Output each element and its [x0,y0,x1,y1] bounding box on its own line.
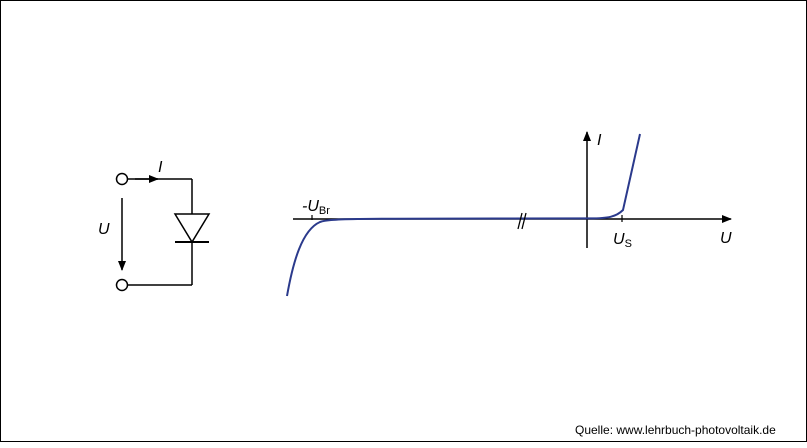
characteristic-curve [286,133,641,297]
y-axis-label: I [597,132,602,149]
breakdown-label-main: -U [302,198,319,215]
diode-circuit: I U [98,159,211,292]
top-terminal [115,172,129,186]
current-label: I [158,159,163,176]
diode-triangle [173,213,211,244]
breakdown-label-sub: Br [319,205,330,217]
threshold-label-sub: S [625,238,632,250]
characteristic-plot: I U -UBr US [286,131,732,297]
voltage-label: U [98,221,110,238]
x-axis-label: U [720,230,732,247]
threshold-label: US [613,231,632,250]
axis-break-icon [517,212,527,230]
threshold-label-main: U [613,231,625,248]
source-credit: Quelle: www.lehrbuch-photovoltaik.de [575,423,776,437]
breakdown-label: -UBr [302,198,330,217]
bottom-terminal [115,278,129,292]
